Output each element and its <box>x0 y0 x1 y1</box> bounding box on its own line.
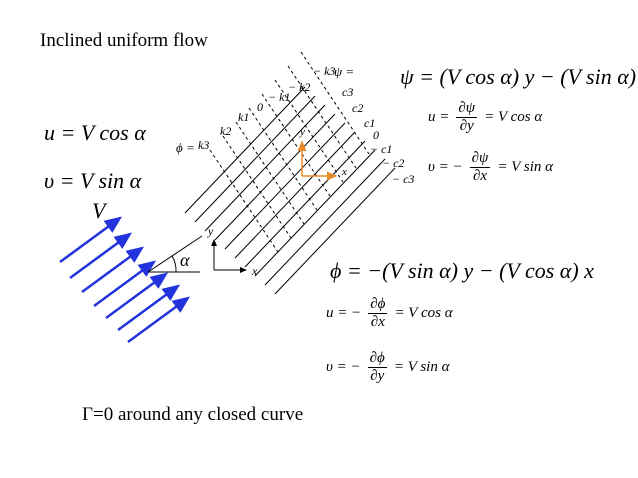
phi-v-lhs: υ = − <box>326 359 361 376</box>
potential-line <box>248 107 318 211</box>
psi-u-equation: u = ∂ψ ∂y = V cos α <box>428 100 542 136</box>
psi-u-rhs: = V cos α <box>484 109 543 126</box>
psi-value: − k1 <box>268 90 291 104</box>
angle-arc <box>171 255 177 273</box>
streamline <box>234 131 356 259</box>
phi-value: c2 <box>352 101 364 115</box>
alpha-label: α <box>180 250 190 270</box>
psi-value: − k2 <box>288 80 311 94</box>
psi-value: k1 <box>238 110 250 124</box>
small-x-label: x <box>252 264 258 278</box>
phi-value: − c3 <box>392 172 415 186</box>
streamline <box>204 104 326 232</box>
psi-u-num: ∂ψ <box>456 100 478 119</box>
small-y-label: y <box>208 224 214 238</box>
small-axes <box>211 239 247 273</box>
potential-line <box>209 149 279 253</box>
potential-line <box>300 51 370 155</box>
flow-arrow <box>59 216 123 264</box>
psi-v-den: ∂x <box>472 168 488 185</box>
phi-main-equation: ϕ = −(V sin α) y − (V cos α) x <box>330 258 594 283</box>
page-title: Inclined uniform flow <box>40 30 208 51</box>
streamline <box>214 113 336 241</box>
psi-v-lhs: υ = − <box>428 159 463 176</box>
local-axes <box>297 140 338 181</box>
streamline <box>224 122 346 250</box>
psi-label: ψ = <box>334 64 355 79</box>
flow-arrows <box>59 216 191 344</box>
psi-v-num: ∂ψ <box>469 150 491 169</box>
streamline <box>194 95 316 223</box>
psi-value: k2 <box>220 124 232 138</box>
phi-v-equation: υ = − ∂ϕ ∂y = V sin α <box>326 350 449 386</box>
flow-arrow <box>117 284 181 332</box>
psi-v-rhs: = V sin α <box>497 159 554 176</box>
psi-value: − k3 <box>313 64 336 78</box>
local-x-label: x <box>342 166 347 178</box>
flow-arrow <box>105 272 169 320</box>
flow-arrow <box>69 232 133 280</box>
psi-main-equation: ψ = (V cos α) y − (V sin α) x <box>400 64 638 89</box>
streamline <box>254 149 376 277</box>
streamline <box>264 158 386 286</box>
phi-v-rhs: = V sin α <box>393 359 450 376</box>
flow-arrow <box>127 296 191 344</box>
phi-value: c1 <box>364 116 376 130</box>
streamline <box>274 167 396 295</box>
phi-u-fraction: ∂ϕ ∂x <box>368 296 388 332</box>
potential-line <box>222 135 292 239</box>
phi-value: − c2 <box>382 156 405 170</box>
flow-arrow <box>81 246 145 294</box>
phi-value: 0 <box>373 128 379 142</box>
streamline <box>244 140 366 268</box>
v-equation: υ = V sin α <box>44 168 142 193</box>
streamlines <box>184 86 396 295</box>
circulation-note: Γ=0 around any closed curve <box>82 404 304 425</box>
phi-value: c3 <box>342 85 354 99</box>
potential-line <box>235 121 305 225</box>
potential-lines <box>209 51 370 253</box>
phi-u-equation: u = − ∂ϕ ∂x = V cos α <box>326 296 453 332</box>
phi-u-lhs: u = − <box>326 305 362 322</box>
angle-ray <box>147 235 203 273</box>
psi-u-fraction: ∂ψ ∂y <box>456 100 478 136</box>
angle-indicator <box>147 235 203 273</box>
phi-v-den: ∂y <box>370 368 385 385</box>
psi-u-lhs: u = <box>428 109 450 126</box>
potential-line <box>287 65 357 169</box>
psi-u-den: ∂y <box>459 118 474 135</box>
phi-u-den: ∂x <box>370 314 385 331</box>
psi-value: k3 <box>198 138 210 152</box>
phi-v-fraction: ∂ϕ ∂y <box>367 350 387 386</box>
local-y-label: y <box>300 126 305 138</box>
phi-value: − c1 <box>370 142 393 156</box>
phi-v-num: ∂ϕ <box>367 350 387 369</box>
flow-arrow <box>93 260 157 308</box>
phi-u-num: ∂ϕ <box>368 296 388 315</box>
potential-line <box>261 93 331 197</box>
psi-v-equation: υ = − ∂ψ ∂x = V sin α <box>428 150 553 186</box>
phi-u-rhs: = V cos α <box>394 305 453 322</box>
velocity-label: V <box>92 198 106 223</box>
phi-label: ϕ = <box>176 140 195 155</box>
potential-line <box>274 79 344 183</box>
psi-value: 0 <box>257 100 263 114</box>
streamline <box>184 86 306 214</box>
psi-v-fraction: ∂ψ ∂x <box>469 150 491 186</box>
u-equation: u = V cos α <box>44 120 146 145</box>
